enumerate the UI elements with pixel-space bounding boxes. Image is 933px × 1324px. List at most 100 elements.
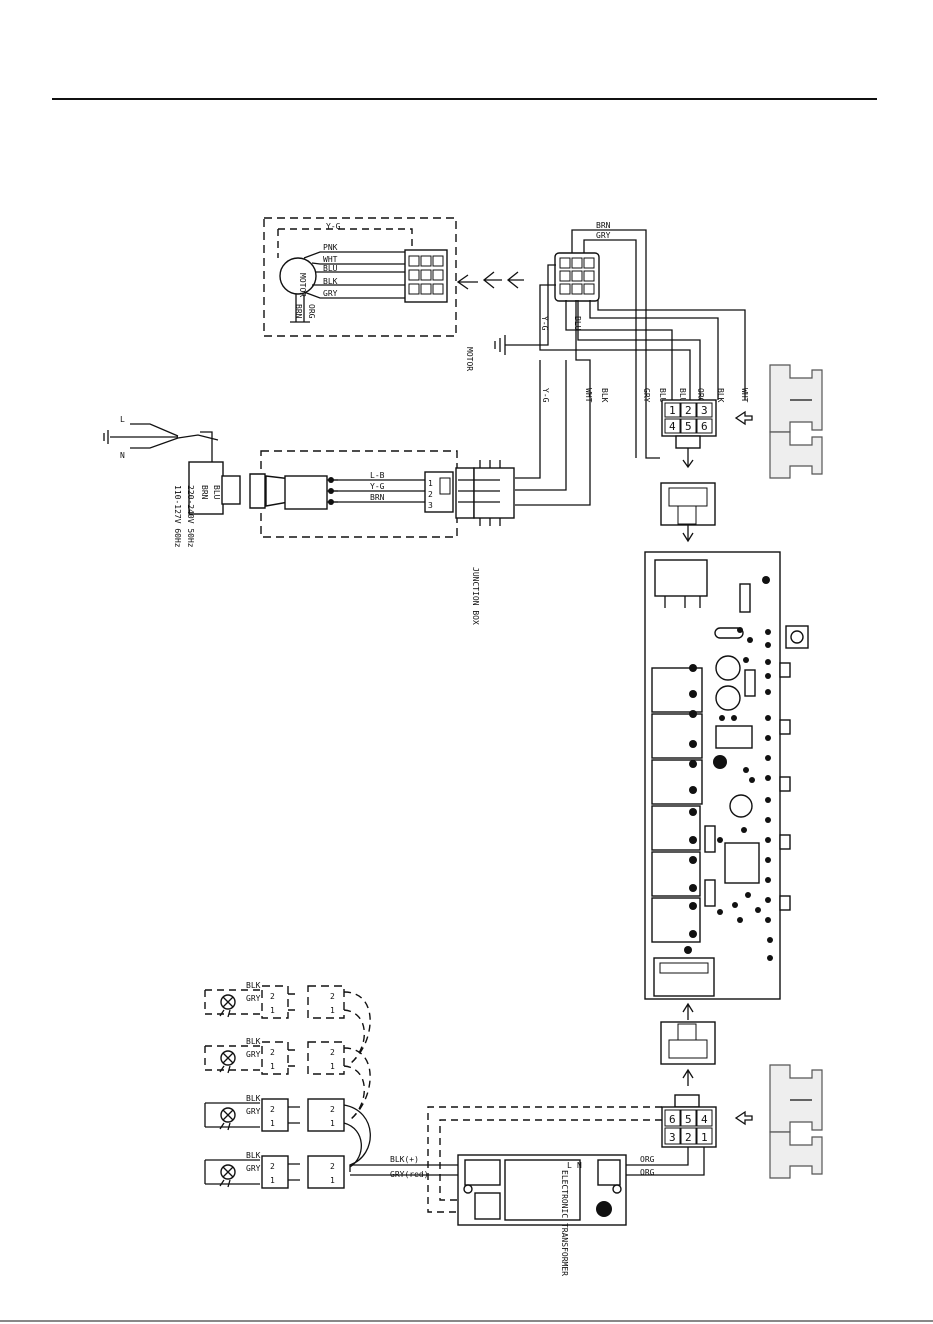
clip-part-top [769,364,823,479]
control-pcb [644,551,809,1000]
pcb-capacitor-1 [715,655,741,681]
lamp-assembly: BLK GRY 2 1 2 1 [204,1094,371,1168]
lamp-socket-pin-1: 1 [330,1119,335,1128]
pcb-button-cap [790,630,804,644]
lamp-pin-1: 1 [270,1006,275,1015]
lamp-socket-pin-2: 2 [330,1105,335,1114]
wire-right-3 [577,300,701,400]
main-long-y-g: Y-G [541,388,550,403]
motor-bottom-wire-2: ORG [307,304,316,319]
pcb-relay-1 [651,667,703,713]
main-right-wire-1: GRY [642,388,651,403]
motor-bottom-wire-1: BRN [294,304,303,319]
lamp-plug [261,1155,289,1189]
motor-wire-3: BLU [323,264,338,273]
clip-part-bottom [769,1064,823,1179]
wire-right-1 [597,300,746,400]
driver-out-1: ORG [640,1155,655,1164]
motor-label: MOTOR [298,273,307,297]
lamp-socket-pin-2: 2 [330,1162,335,1171]
motor-plug-pins [408,255,444,295]
six-pin-1: 1 [669,404,676,417]
pcb-relay-2 [651,713,703,759]
six-pin-4: 4 [669,420,676,433]
wire-brn-top [571,229,660,459]
driver-out-2: ORG [640,1168,655,1177]
power-cord: L N 110-127V 60Hz 220-240V 50Hz BRN BLU [103,415,241,548]
main-wire-top-1: BRN [596,221,611,230]
electronic-transformer: ELECTRONIC TRANSFORMER L N [457,1154,627,1276]
lamp-gry-label: GRY [246,1107,261,1116]
lamp-pin-2: 2 [270,992,275,1001]
junction-wire-3: BRN [370,493,385,502]
lamp-plug [261,1098,289,1132]
junction-wire-1: L-B [370,471,385,480]
lamp-socket [307,1041,345,1075]
pcb-tab-4 [779,834,791,850]
lamp-plug [261,1041,289,1075]
lamp-pin-2: 2 [270,1162,275,1171]
lamp-gry-label: GRY [246,1050,261,1059]
motor-top-label: Y-G [326,222,341,231]
cord-symbol-n: N [120,451,125,460]
lamp-cross [222,996,234,1008]
ground-symbol [494,335,506,355]
motor-wire-5: GRY [323,289,338,298]
mating-plug-bottom [660,1002,716,1086]
motor-symbol [279,257,317,295]
driver-label: ELECTRONIC TRANSFORMER [560,1170,569,1276]
pcb-ic-2 [724,842,760,884]
pcb-ic-1 [715,725,753,749]
lamp-blk-label: BLK [246,1037,261,1046]
wire-right-2 [589,300,719,400]
wire-y-g-ground [505,264,556,346]
lamp-blk-label: BLK [246,1151,261,1160]
junction-wire-2: Y-G [370,482,385,491]
lamp-socket-pin-2: 2 [330,1048,335,1057]
main-right-wire-5: BLK [716,388,725,403]
lamp-socket [307,1155,345,1189]
driver-in-2: GRY(red) [390,1170,429,1179]
bottom-pin-1: 1 [701,1131,708,1144]
lamp-blk-label: BLK [246,981,261,990]
motor-wire-1: PNK [323,243,338,252]
lamp-leads [204,1159,260,1185]
cord-line-3: BRN [200,485,209,500]
lamp-leads [204,1045,260,1071]
junction-box: L-B Y-G BRN 1 2 3 JUNCTION BOX [249,450,515,625]
mating-plug-top [660,482,716,543]
pcb-capacitor-3 [729,794,753,818]
driver-io-l: L [567,1161,572,1170]
dashed-link-2 [439,1119,662,1201]
lamp-gry-label: GRY [246,1164,261,1173]
motor-block: Y-G MOTOR PNK WHT BLU BLK GRY BRN ORG MO… [263,217,474,371]
six-pin-2: 2 [685,404,692,417]
lamp-pin-1: 1 [270,1119,275,1128]
lamp-cross [222,1109,234,1121]
wire-right-4 [565,300,673,400]
pcb-resistor-2 [744,669,756,697]
six-pin-3: 3 [701,404,708,417]
lamp-cross [222,1166,234,1178]
lamp-loop-wire [343,1047,371,1119]
pcb-resistor-3 [704,879,716,907]
lamp-cross [222,1052,234,1064]
lamp-plug-pins [288,1106,300,1124]
lamp-pin-1: 1 [270,1176,275,1185]
junction-pin-2: 2 [428,490,433,499]
pcb-resistor-4 [704,825,716,853]
wire-wht-long [515,360,567,491]
six-pin-arrow-down [682,448,694,469]
bottom-pin-5: 5 [685,1113,692,1126]
bottom-pin-6: 6 [669,1113,676,1126]
plug-direction-arrows [456,271,524,290]
lamp-loop-wire [343,1104,371,1166]
pcb-fuse [714,627,744,639]
motor-ground-dashed [278,228,413,254]
six-pin-6: 6 [701,420,708,433]
cord-symbol-l: L [120,415,125,424]
lamp-loop-wire-2 [343,1009,365,1065]
motor-wire-4: BLK [323,277,338,286]
